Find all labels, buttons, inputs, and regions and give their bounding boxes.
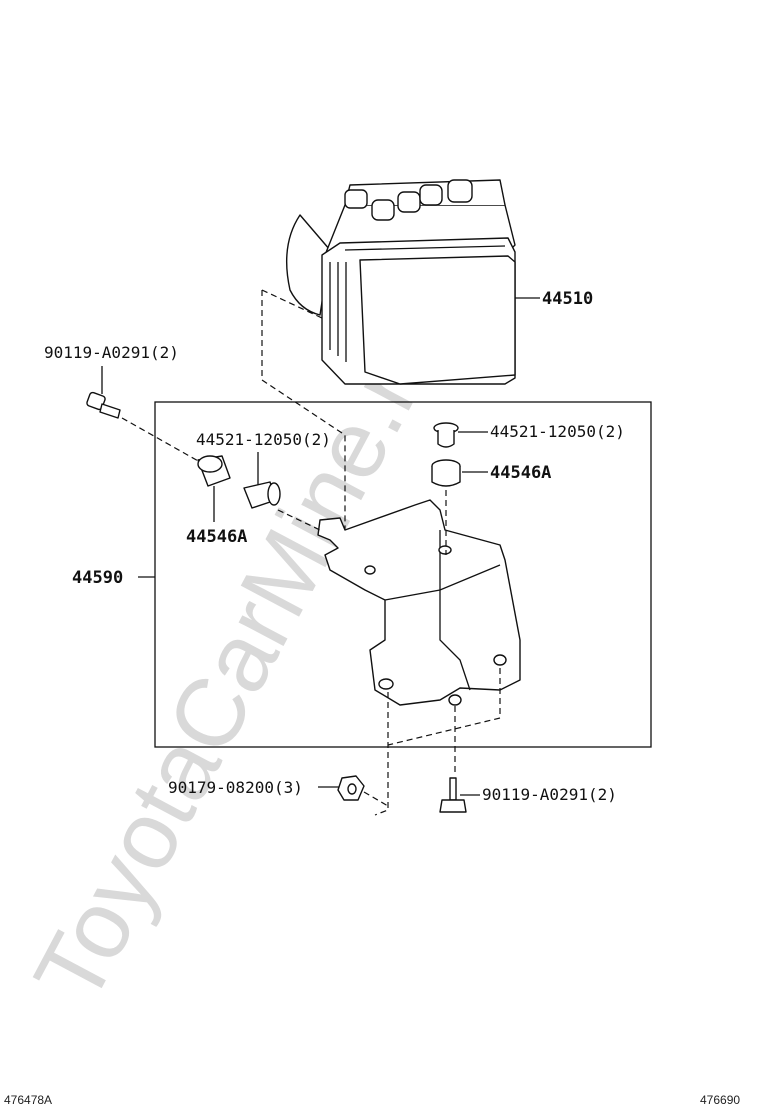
callout-44510: 44510 xyxy=(542,289,593,309)
bracket-assembly-frame xyxy=(154,401,652,748)
callout-44590: 44590 xyxy=(72,568,123,588)
callout-nut: 90179-08200(3) xyxy=(168,778,303,797)
nut-icon xyxy=(337,775,365,801)
footer-left-ref: 476478A xyxy=(4,1093,52,1107)
collar-right-icon xyxy=(433,422,459,448)
footer-right-ref: 476690 xyxy=(700,1093,740,1107)
callout-collar-right: 44521-12050(2) xyxy=(490,422,625,441)
bracket-illustration xyxy=(317,499,521,706)
collar-left-icon xyxy=(243,481,281,509)
callout-bolt-bottom: 90119-A0291(2) xyxy=(482,785,617,804)
valve-caps xyxy=(344,179,473,221)
callout-cushion-right: 44546A xyxy=(490,463,551,483)
bolt-top-left-icon xyxy=(86,391,121,419)
bolt-bottom-icon xyxy=(439,777,467,813)
cushion-right-icon xyxy=(431,459,461,487)
callout-bolt-top-left: 90119-A0291(2) xyxy=(44,343,179,362)
cushion-left-icon xyxy=(197,455,231,487)
abs-actuator-illustration xyxy=(285,179,516,385)
callout-collar-left: 44521-12050(2) xyxy=(196,430,331,449)
callout-cushion-left: 44546A xyxy=(186,527,247,547)
